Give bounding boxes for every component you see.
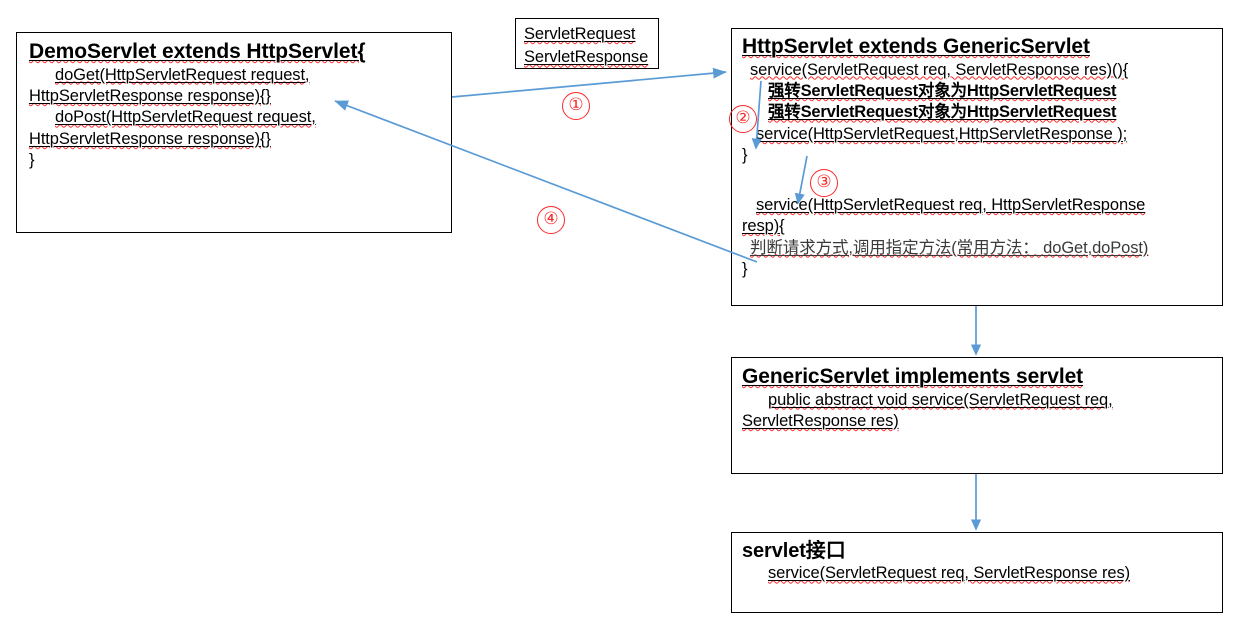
- demo-servlet-box[interactable]: DemoServlet extends HttpServlet{ doGet(H…: [16, 32, 452, 233]
- servlet-request-label: ServletRequest: [524, 25, 636, 43]
- http-servlet-line-6: service(HttpServletRequest req, HttpServ…: [756, 195, 1146, 214]
- generic-servlet-line-1: public abstract void service(ServletRequ…: [768, 390, 1113, 409]
- http-servlet-line-5: }: [742, 146, 748, 165]
- demo-servlet-line-3: doPost(HttpServletRequest request,: [55, 108, 316, 127]
- generic-servlet-box[interactable]: GenericServlet implements servlet public…: [731, 357, 1223, 474]
- demo-servlet-line-2: HttpServletResponse response){}: [29, 87, 271, 106]
- servlet-request-response-box[interactable]: ServletRequest ServletResponse: [515, 18, 659, 69]
- http-servlet-line-4: service(HttpServletRequest,HttpServletRe…: [756, 124, 1128, 143]
- http-servlet-line-7: resp){: [742, 217, 785, 236]
- http-servlet-box[interactable]: HttpServlet extends GenericServlet servi…: [731, 28, 1223, 306]
- generic-servlet-title: GenericServlet implements servlet: [742, 365, 1084, 388]
- demo-servlet-line-1: doGet(HttpServletRequest request,: [55, 65, 310, 84]
- demo-servlet-title: DemoServlet extends HttpServlet{: [29, 40, 366, 63]
- http-servlet-line-8: 判断请求方式,调用指定方法(常用方法： doGet,doPost): [750, 238, 1149, 257]
- generic-servlet-line-2: ServletResponse res): [742, 412, 899, 431]
- step-marker-1: ①: [562, 92, 590, 120]
- demo-servlet-line-4: HttpServletResponse response){}: [29, 129, 271, 148]
- step-marker-4: ④: [537, 206, 565, 234]
- http-servlet-line-1: service(ServletRequest req, ServletRespo…: [750, 60, 1129, 79]
- http-servlet-line-9: }: [742, 260, 748, 279]
- servlet-interface-line-1: service(ServletRequest req, ServletRespo…: [768, 564, 1131, 583]
- arrow-step-1: [451, 67, 727, 98]
- servlet-interface-title: servlet接口: [742, 540, 846, 562]
- http-servlet-cast-line-2: 强转ServletRequest对象为HttpServletRequest: [768, 103, 1117, 122]
- demo-servlet-line-5: }: [29, 151, 35, 170]
- servlet-interface-box[interactable]: servlet接口 service(ServletRequest req, Se…: [731, 532, 1223, 613]
- step-marker-3: ③: [810, 169, 838, 197]
- http-servlet-cast-line-1: 强转ServletRequest对象为HttpServletRequest: [768, 82, 1117, 101]
- http-servlet-title: HttpServlet extends GenericServlet: [742, 35, 1090, 58]
- step-marker-2: ②: [729, 105, 757, 133]
- servlet-response-label: ServletResponse: [524, 48, 649, 67]
